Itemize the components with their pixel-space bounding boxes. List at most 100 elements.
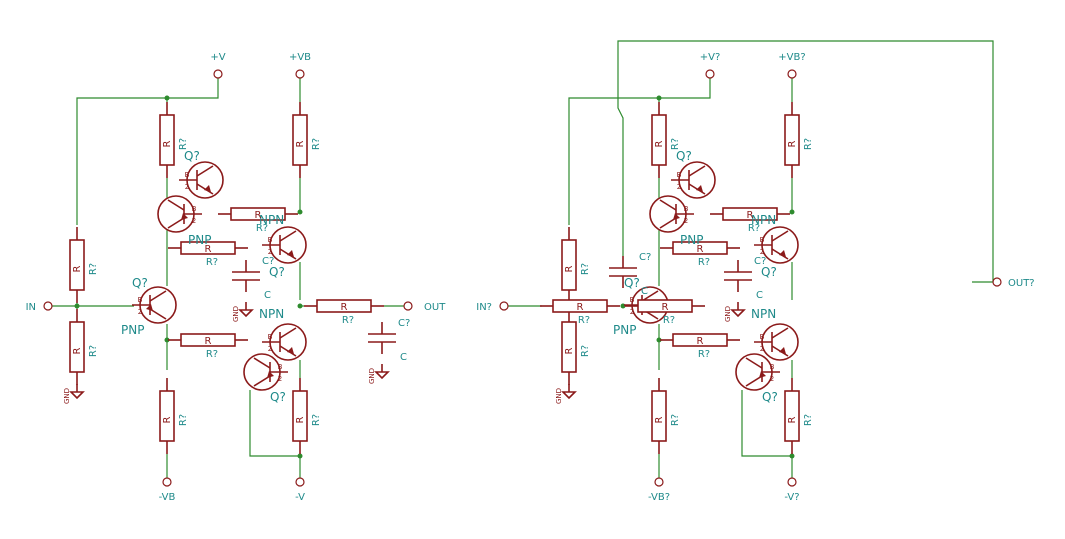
transistor-arrow	[181, 213, 188, 220]
transistor-arrow	[287, 347, 294, 354]
components-layer	[43, 69, 1002, 487]
transistor-lead	[196, 165, 214, 177]
resistor-value: R	[654, 416, 665, 423]
junction-dot	[297, 453, 303, 459]
output-port-label: OUT	[424, 302, 446, 313]
terminal	[295, 69, 305, 79]
pin-label: 2	[278, 375, 282, 383]
wire	[249, 390, 300, 457]
ground-symbol	[69, 384, 85, 400]
power-rail-wire	[568, 78, 711, 225]
transistor-ref: Q?	[676, 149, 692, 163]
ground-label: GND	[724, 306, 732, 322]
resistor-ref: R?	[88, 345, 99, 357]
npn-transistor	[262, 226, 307, 264]
ground-triangle	[561, 391, 577, 400]
resistor	[651, 378, 667, 454]
transistor-ref: Q?	[184, 149, 200, 163]
resistor-ref: R?	[88, 263, 99, 275]
resistor-value: R	[205, 244, 212, 255]
pin-label: 2	[268, 345, 272, 353]
ground-triangle	[238, 309, 254, 318]
terminal	[499, 301, 509, 311]
terminal	[295, 477, 305, 487]
power-label: -VB	[159, 492, 176, 503]
pnp-transistor	[132, 286, 177, 324]
ground-label: GND	[232, 306, 240, 322]
terminal	[787, 69, 797, 79]
resistor-body	[292, 114, 308, 166]
transistor-lead	[659, 199, 677, 211]
resistor-body	[561, 239, 577, 291]
capacitor-ref: C?	[262, 256, 274, 267]
power-label: +V?	[700, 52, 721, 63]
ground-symbol	[238, 302, 254, 318]
transistor-type: NPN	[259, 213, 284, 227]
terminal	[403, 301, 413, 311]
pin-label: 2	[192, 217, 196, 225]
pin-label: 2	[677, 183, 681, 191]
power-label: -V	[295, 492, 305, 503]
pin-label: 2	[760, 248, 764, 256]
resistor	[660, 333, 740, 347]
resistor-value: R	[747, 210, 754, 221]
junction-dot	[789, 209, 795, 215]
ground-triangle	[69, 391, 85, 400]
ground-symbol	[561, 384, 577, 400]
transistor-arrow	[759, 371, 766, 378]
resistor-body	[784, 114, 800, 166]
junction-dot	[656, 337, 662, 343]
capacitor-value: C	[400, 352, 407, 363]
resistor	[561, 309, 577, 385]
pin-label: B	[630, 296, 635, 304]
transistor-ref: Q?	[269, 265, 285, 279]
resistor	[218, 207, 298, 221]
transistor-lead	[688, 165, 706, 177]
resistor-value: R	[662, 302, 669, 313]
capacitor-ref: C?	[398, 318, 410, 329]
terminal	[213, 69, 223, 79]
transistor-ref: Q?	[270, 390, 286, 404]
resistor-body	[561, 321, 577, 373]
pin-label: B	[268, 333, 273, 341]
junction-dot	[789, 453, 795, 459]
resistor-ref: R?	[803, 414, 814, 426]
junction-dot	[164, 337, 170, 343]
transistor-type: PNP	[121, 323, 144, 337]
resistor-value: R	[787, 140, 798, 147]
resistor-value: R	[255, 210, 262, 221]
pin-label: B	[677, 171, 682, 179]
transistor-lead	[253, 357, 271, 369]
resistor	[784, 378, 800, 454]
transistor-type: PNP	[613, 323, 636, 337]
resistor-ref: R?	[578, 315, 590, 326]
resistor-ref: R?	[803, 138, 814, 150]
resistor-value: R	[787, 416, 798, 423]
resistor-value: R	[697, 336, 704, 347]
ground-label: GND	[368, 368, 376, 384]
pin-label: B	[278, 363, 283, 371]
terminal	[162, 477, 172, 487]
resistor-value: R	[295, 140, 306, 147]
pin-label: 2	[185, 183, 189, 191]
npn-transistor	[262, 323, 307, 361]
resistor-ref: R?	[178, 138, 189, 150]
resistor-value: R	[72, 265, 83, 272]
ground-symbol	[374, 364, 390, 380]
transistor-lead	[279, 230, 297, 242]
capacitor	[368, 322, 396, 354]
resistor-body	[69, 239, 85, 291]
power-label: -V?	[784, 492, 799, 503]
resistor-value: R	[564, 347, 575, 354]
pin-label: B	[192, 205, 197, 213]
input-port-label: IN?	[476, 302, 492, 313]
resistor-value: R	[162, 140, 173, 147]
resistor-body	[784, 390, 800, 442]
resistor	[625, 299, 705, 313]
input-port-label: IN	[26, 302, 36, 313]
capacitor	[724, 260, 752, 292]
transistor-lead	[771, 230, 789, 242]
output-port-label: OUT?	[1008, 278, 1035, 289]
resistor-value: R	[654, 140, 665, 147]
transistor-arrow	[779, 250, 786, 257]
